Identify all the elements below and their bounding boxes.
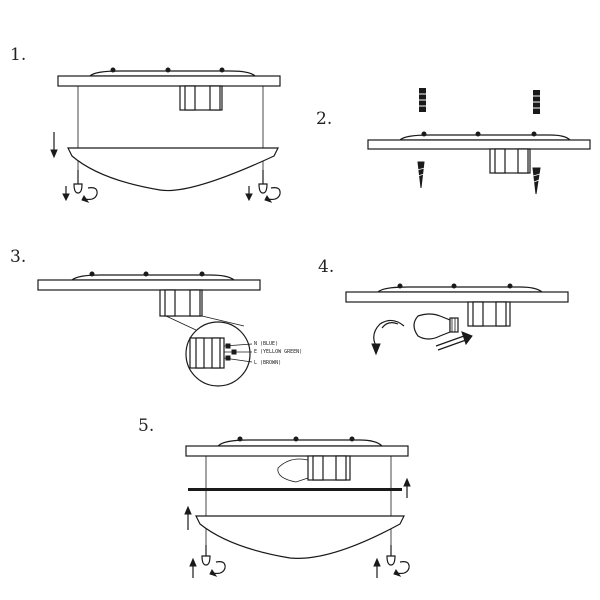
wire-label-live: L (BROWN) xyxy=(254,360,281,366)
wire-label-neutral: N (BLUE) xyxy=(254,341,278,347)
step-2-wall-plug-left xyxy=(419,88,426,112)
step-1-screw-right xyxy=(258,170,268,194)
step-2-screw-right xyxy=(532,167,541,195)
step-5-number: 5. xyxy=(138,416,154,436)
lightbulb-icon xyxy=(413,313,459,340)
wire-label-earth: E (YELLOW GREEN) xyxy=(254,349,302,355)
step-5-screw-left xyxy=(201,545,211,566)
step-5-seal-ring xyxy=(188,488,402,491)
step-1-glass-shade xyxy=(67,147,279,192)
step-5-rotate-icon-left xyxy=(209,561,226,577)
step-1-rotate-icon-right xyxy=(264,187,281,203)
step-2-number: 2. xyxy=(316,109,332,129)
step-5-up-arrow-band xyxy=(403,477,411,498)
step-2-lamp-holder xyxy=(489,148,531,174)
step-1-base-plate xyxy=(57,67,281,87)
step-5-up-arrow-shade xyxy=(184,505,192,530)
step-5-rotate-icon-right xyxy=(393,561,410,577)
step-3-lamp-holder xyxy=(159,289,203,317)
step-4: 4. xyxy=(318,257,569,356)
step-3-base-plate xyxy=(37,271,261,291)
step-4-base-plate xyxy=(345,283,569,303)
step-1-arrow-right xyxy=(245,186,253,202)
step-5-base-plate xyxy=(185,436,409,457)
step-1-lamp-holder xyxy=(179,85,223,111)
step-1-rotate-icon-left xyxy=(81,187,98,203)
step-5-lamp-holder xyxy=(277,455,351,483)
step-3: 3. N xyxy=(10,247,302,387)
step-3-wiring-detail xyxy=(185,321,253,387)
step-1-down-arrow xyxy=(50,132,58,159)
step-5-up-arrow-right xyxy=(373,557,381,578)
step-4-rotate-icon xyxy=(371,319,405,356)
step-1-number: 1. xyxy=(10,45,26,65)
step-1-screw-left xyxy=(73,170,83,194)
step-3-callout-line-right xyxy=(201,315,245,327)
step-4-lamp-holder xyxy=(467,301,511,327)
step-2-base-plate xyxy=(367,131,591,150)
step-5-glass-shade xyxy=(195,515,405,559)
step-1: 1. xyxy=(10,45,281,203)
step-1-arrow-left xyxy=(62,186,70,202)
step-4-number: 4. xyxy=(318,257,334,277)
step-2-wall-plug-right xyxy=(533,90,540,114)
step-2-screw-left xyxy=(416,161,426,189)
step-5: 5. xyxy=(138,416,411,578)
step-2: 2. xyxy=(316,88,591,195)
step-5-up-arrow-left xyxy=(189,557,197,578)
step-3-number: 3. xyxy=(10,247,26,267)
step-5-screw-right xyxy=(386,545,396,566)
step-3-callout-line-left xyxy=(165,315,197,331)
step-4-insert-arrow xyxy=(435,331,473,351)
